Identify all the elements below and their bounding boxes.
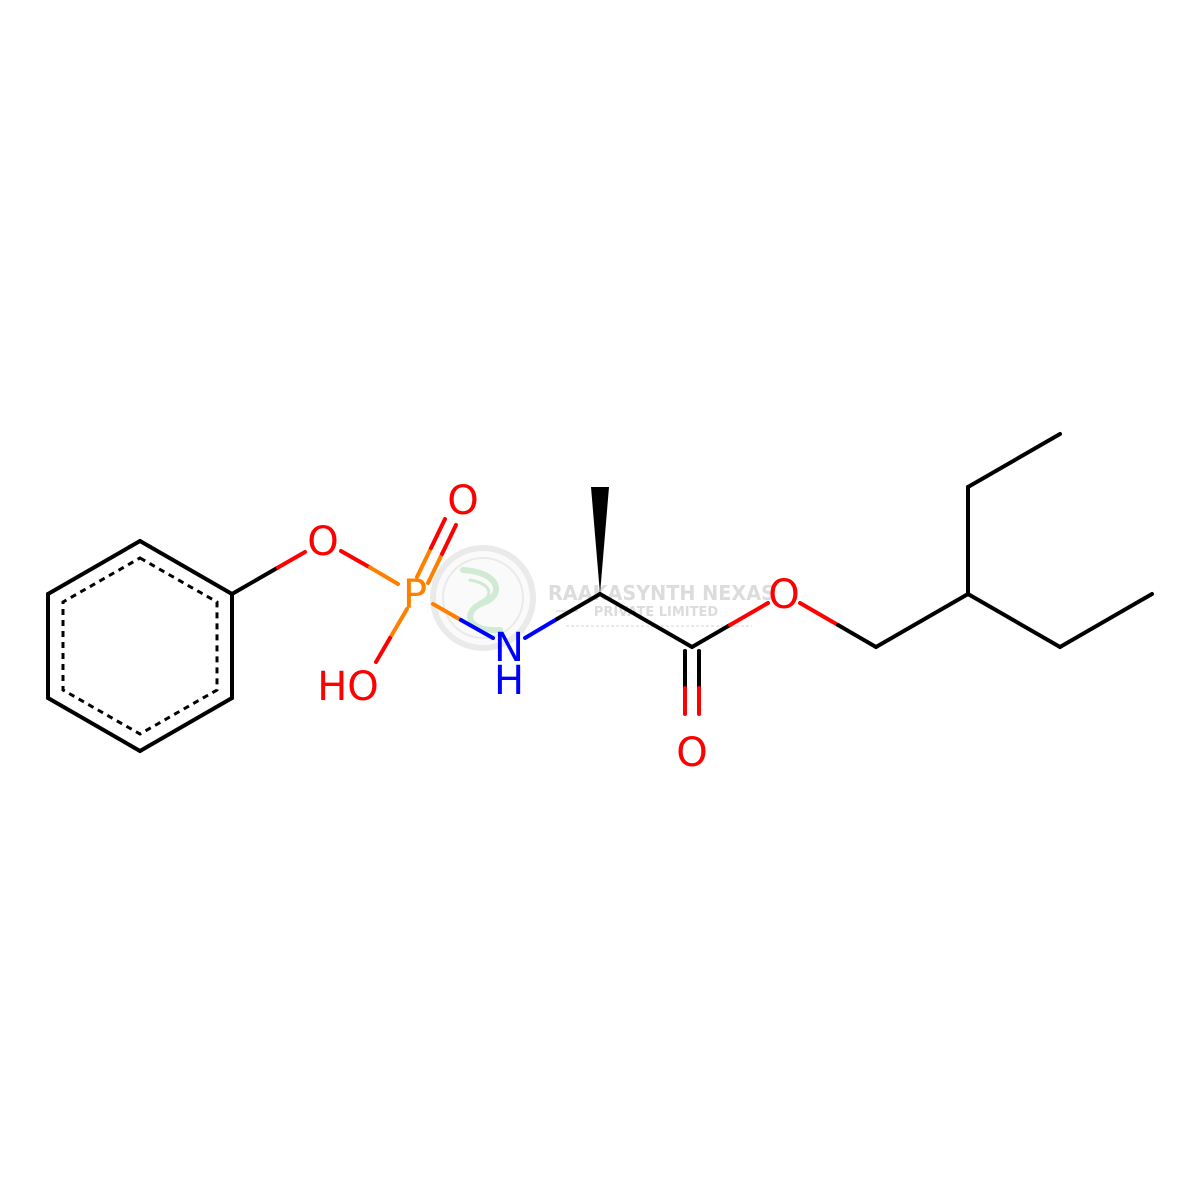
ring-bond-3: [138, 696, 234, 753]
watermark-logo-ring: [430, 545, 536, 651]
atom-carbonyl-oxygen: O: [676, 730, 707, 776]
bond-ethyl1-methyl: [966, 432, 1062, 489]
atom-phosphorus: P: [403, 572, 427, 618]
bond-nitrogen-alpha-n: [523, 617, 559, 640]
bond-phosphorus-nitrogen-n: [459, 618, 495, 640]
aromatic-inner-ring: [61, 556, 219, 736]
bond-nitrogen-alpha-c: [555, 592, 602, 621]
ring-bond-4: [46, 696, 142, 753]
bond-phosphorus-nitrogen-p: [431, 602, 463, 622]
bonds: [230, 432, 1154, 716]
atom-nitrogen-hydrogen: H: [494, 658, 524, 704]
bond-phosphoryl-2-p: [426, 552, 444, 585]
bond-phosphoryl-1-p: [415, 546, 433, 579]
watermark-logo-helix-strand-icon: [468, 578, 491, 604]
watermark-legal-suffix: PRIVATE LIMITED: [594, 605, 719, 620]
atom-phosphoryl-oxygen: O: [447, 478, 478, 524]
bond-ester-methylene-c: [836, 623, 878, 649]
ring-bond-6: [46, 539, 142, 596]
bond-ethyl2-methyl: [1058, 592, 1154, 649]
bond-phosphorus-hydroxyl-p: [388, 607, 409, 640]
bond-alpha-carbonyl: [598, 592, 694, 649]
ring-bond-1: [138, 539, 234, 596]
bond-phosphoryl-1-o: [429, 517, 447, 550]
bond-oxygen-phosphorus-o: [339, 549, 372, 570]
bond-phosphoryl-2-o: [440, 523, 458, 556]
bond-carbonyl-ester-o: [728, 601, 770, 627]
watermark-logo-helix-icon: [460, 567, 503, 634]
watermark-logo-inner: [442, 557, 524, 639]
bond-aryl-oxygen-c: [230, 565, 280, 596]
bond-ester-methylene-o: [798, 601, 840, 627]
atom-phenoxy-oxygen: O: [307, 519, 338, 565]
phenyl-ring: [46, 539, 234, 753]
atom-labels: O P O HO N H O O: [307, 478, 799, 776]
bond-aryl-oxygen-o: [276, 550, 307, 570]
bond-methine-ethyl2: [966, 592, 1062, 649]
bond-carbonyl-ester-c: [690, 623, 732, 649]
bond-methylene-methine: [874, 592, 970, 649]
atom-nitrogen: N: [494, 625, 524, 671]
watermark-company: RAAKASYNTH NEXAS: [548, 581, 775, 605]
bond-wedge-methyl: [591, 487, 609, 594]
bond-phosphorus-hydroxyl-o: [374, 636, 392, 664]
bond-oxygen-phosphorus-p: [368, 565, 400, 586]
atom-hydroxyl: HO: [317, 664, 379, 710]
atom-ester-oxygen: O: [768, 572, 799, 618]
